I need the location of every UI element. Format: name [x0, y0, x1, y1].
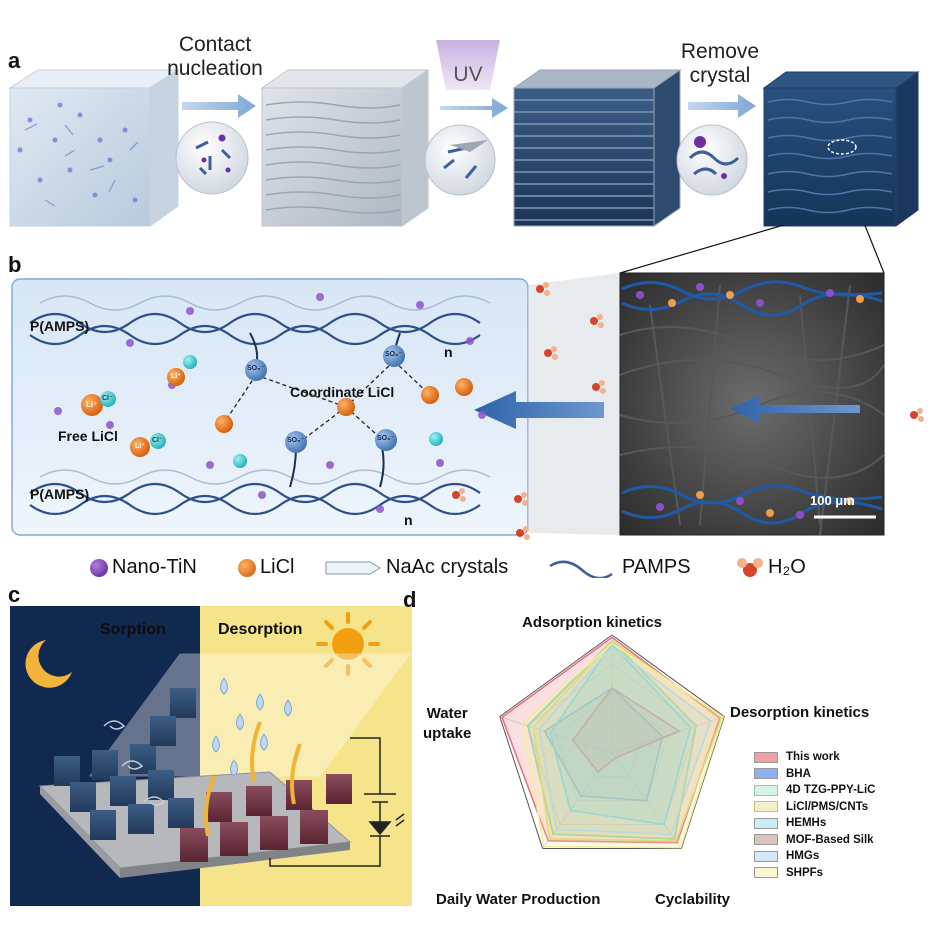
radar-legend: This work BHA 4D TZG-PPY-LiC LiCl/PMS/CN… [754, 749, 930, 881]
legend-swatch [754, 768, 778, 780]
legend-row-mof-silk: MOF-Based Silk [754, 832, 930, 849]
legend-row-shpfs: SHPFs [754, 865, 930, 882]
panel-letter-b: b [8, 252, 22, 277]
legend-row-licl-pms: LiCl/PMS/CNTs [754, 799, 930, 816]
arrow-step-2 [440, 98, 508, 118]
radar-series-this-work [501, 636, 721, 844]
panel-c-graphic [10, 606, 412, 906]
polymer-label-top: P(AMPS) [30, 318, 90, 334]
step-label-uv: UV [453, 63, 483, 86]
legend-label: BHA [786, 767, 811, 780]
cube-polymerized [512, 69, 682, 227]
legend-item-h2o: H₂O [736, 556, 806, 579]
legend-swatch [754, 867, 778, 879]
legend-label: This work [786, 751, 840, 764]
legend-item-licl: LiCl [238, 556, 294, 579]
cube-nucleated [260, 69, 430, 227]
legend-label-naac: NaAc crystals [386, 556, 509, 578]
coordinate-licl-label: Coordinate LiCl [290, 384, 395, 400]
radar-series-shpfs [521, 642, 725, 849]
repeat-n-top: n [444, 344, 453, 360]
legend-label: SHPFs [786, 866, 824, 879]
so3-label-2: SO₃⁻ [385, 351, 403, 358]
radar-grid-ring [583, 723, 641, 778]
zoom-bubble-1 [175, 121, 249, 195]
legend-label-licl: LiCl [260, 556, 295, 578]
legend-label: LiCl/PMS/CNTs [786, 800, 869, 813]
radar-series-hemhs [549, 643, 692, 826]
naac-crystal-icon [325, 561, 381, 574]
cl-label-2: Cl⁻ [152, 437, 163, 444]
axis-label-desorption: Desorption kinetics [730, 704, 870, 721]
radar-series-hmgs [538, 645, 712, 835]
radar-spoke [542, 752, 613, 849]
legend-swatch [754, 834, 778, 846]
step-label-remove-crystal: Remove crystal [680, 40, 760, 87]
panel-letter-a: a [8, 48, 21, 73]
legend-swatch [754, 751, 778, 763]
radar-spoke [611, 716, 725, 754]
arrow-step-1 [182, 94, 256, 118]
legend-label-h2o: H₂O [768, 556, 806, 578]
legend-label: HMGs [786, 850, 820, 863]
nano-tin-icon [90, 558, 108, 577]
sorption-label: Sorption [100, 621, 166, 638]
licl-icon [238, 558, 256, 577]
radar-chart [499, 634, 725, 849]
so3-label-3: SO₃⁻ [287, 437, 305, 444]
legend-swatch [754, 817, 778, 829]
panel-letter-c: c [8, 582, 21, 607]
step-label-contact-nucleation: Contact nucleation [167, 33, 263, 80]
li-label-1: Li⁺ [86, 400, 98, 409]
axis-label-adsorption: Adsorption kinetics [522, 614, 663, 631]
li-label-2: Li⁺ [135, 443, 145, 450]
axis-label-cyclability: Cyclability [655, 891, 731, 908]
cl-label-1: Cl⁻ [102, 395, 113, 402]
legend-swatch [754, 850, 778, 862]
desorption-label: Desorption [218, 621, 303, 638]
radar-series-mof-based-silk [571, 687, 682, 774]
radar-grid-ring [527, 664, 697, 825]
uv-beam [436, 40, 500, 90]
legend-swatch [754, 801, 778, 813]
li-label-3: Li⁺ [171, 373, 181, 380]
legend-label-pamps: PAMPS [622, 556, 691, 578]
radar-spoke [499, 716, 613, 754]
radar-series-4d-tzg-ppy-lic [526, 639, 698, 840]
cube-precursor [8, 69, 180, 227]
pamps-chain-icon [549, 560, 613, 578]
arrow-step-3 [688, 94, 756, 118]
repeat-n-bottom: n [404, 512, 413, 528]
legend-row-hmgs: HMGs [754, 848, 930, 865]
legend-swatch [754, 784, 778, 796]
free-licl-label: Free LiCl [58, 428, 118, 444]
legend-label: 4D TZG-PPY-LiC [786, 784, 876, 797]
scale-bar-label: 100 μm [810, 493, 855, 508]
panel-b-graphic [11, 225, 924, 540]
radar-grid-ring [499, 634, 725, 849]
legend-row-this-work: This work [754, 749, 930, 766]
legend-label-nano-tin: Nano-TiN [112, 556, 197, 578]
legend-item-nano-tin: Nano-TiN [90, 556, 197, 579]
legend-row-hemhs: HEMHs [754, 815, 930, 832]
legend-item-naac-crystals: NaAc crystals [324, 556, 508, 579]
legend-label: MOF-Based Silk [786, 833, 874, 846]
panel-letter-d: d [403, 587, 417, 612]
water-molecule-icon [737, 557, 763, 577]
legend-item-pamps: PAMPS [548, 556, 691, 579]
zoom-bubble-2 [424, 124, 496, 196]
axis-label-daily-water: Daily Water Production [436, 891, 601, 908]
polymer-label-bottom: P(AMPS) [30, 486, 90, 502]
radar-grid-ring [555, 693, 669, 802]
legend-row-4d-tzg: 4D TZG-PPY-LiC [754, 782, 930, 799]
legend-label: HEMHs [786, 817, 827, 830]
cube-final-hydrogel [762, 71, 920, 227]
axis-label-water-uptake: Water uptake [423, 705, 472, 742]
legend-row-bha: BHA [754, 766, 930, 783]
so3-label-1: SO₃⁻ [247, 365, 265, 372]
so3-label-4: SO₃⁻ [377, 435, 395, 442]
panel-a-graphic [8, 40, 920, 227]
